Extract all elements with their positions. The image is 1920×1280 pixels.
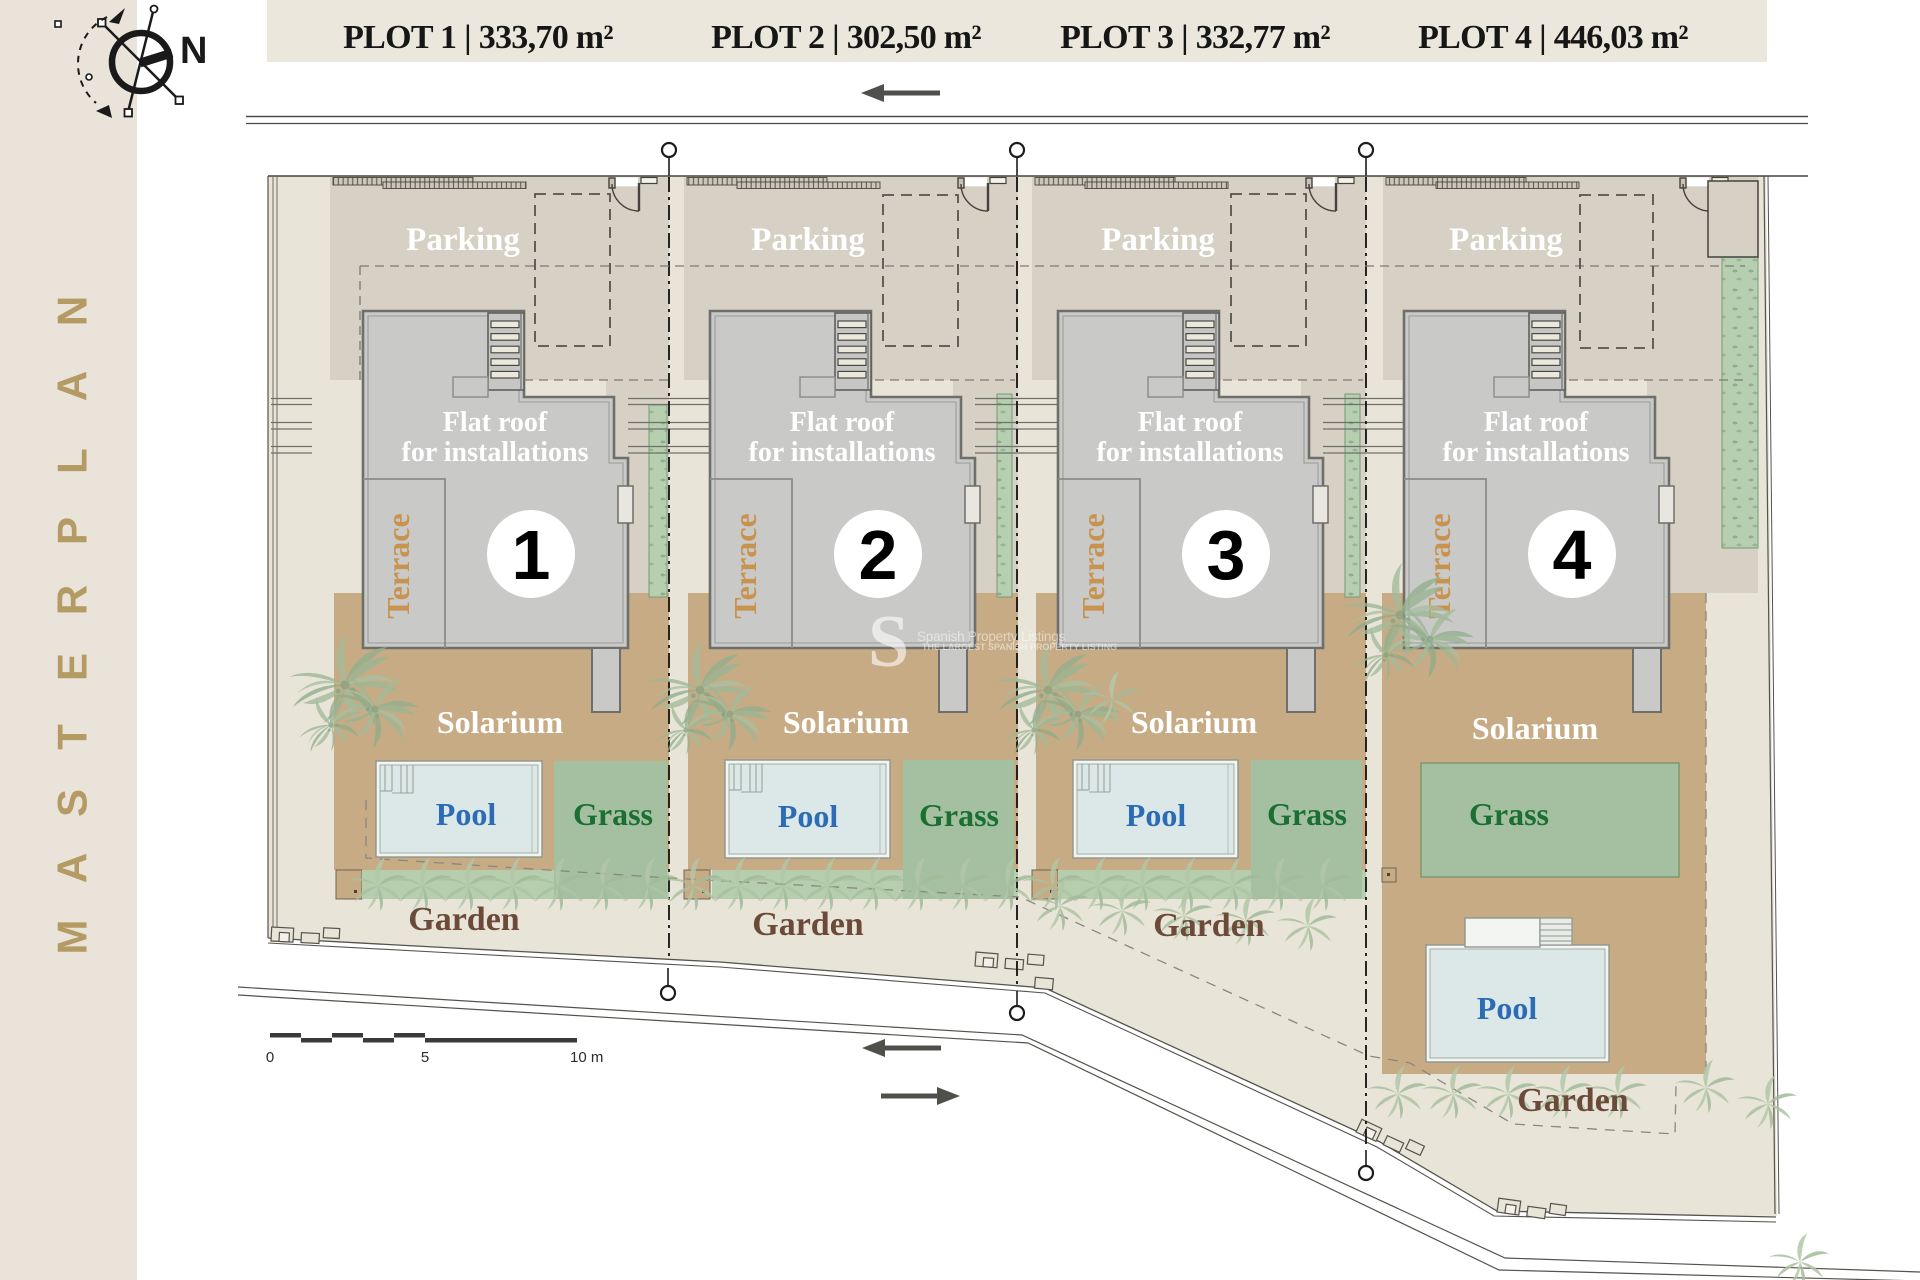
svg-text:Parking: Parking <box>1101 222 1215 258</box>
svg-text:Solarium: Solarium <box>437 704 564 740</box>
svg-text:Parking: Parking <box>751 222 865 258</box>
svg-text:P: P <box>49 517 96 545</box>
svg-text:PLOT 3 | 332,77 m²: PLOT 3 | 332,77 m² <box>1060 19 1330 56</box>
svg-text:PLOT 2 | 302,50 m²: PLOT 2 | 302,50 m² <box>711 19 981 56</box>
svg-text:for installations: for installations <box>1097 437 1284 468</box>
svg-text:Pool: Pool <box>436 796 497 832</box>
svg-text:Garden: Garden <box>408 901 520 938</box>
svg-text:3: 3 <box>1207 516 1246 594</box>
svg-text:Flat roof: Flat roof <box>1484 407 1589 438</box>
svg-text:N: N <box>180 30 207 72</box>
svg-text:A: A <box>49 853 96 883</box>
svg-text:L: L <box>49 448 96 474</box>
svg-text:Grass: Grass <box>573 796 653 832</box>
svg-text:Pool: Pool <box>1126 797 1187 833</box>
svg-text:Terrace: Terrace <box>727 513 763 618</box>
svg-text:Pool: Pool <box>1477 990 1538 1026</box>
svg-text:N: N <box>49 296 96 326</box>
svg-text:Grass: Grass <box>1469 796 1549 832</box>
svg-text:Solarium: Solarium <box>783 704 910 740</box>
svg-text:Pool: Pool <box>778 798 839 834</box>
svg-text:1: 1 <box>512 516 551 594</box>
svg-text:Spanish Property Listings: Spanish Property Listings <box>917 629 1066 644</box>
svg-text:Garden: Garden <box>752 906 864 943</box>
svg-text:Terrace: Terrace <box>1421 513 1457 618</box>
svg-text:0: 0 <box>266 1049 274 1066</box>
svg-text:R: R <box>49 585 96 615</box>
svg-text:10 m: 10 m <box>570 1049 603 1066</box>
svg-text:E: E <box>49 653 96 681</box>
svg-text:for installations: for installations <box>1443 437 1630 468</box>
svg-text:M: M <box>49 920 96 955</box>
svg-text:4: 4 <box>1553 516 1592 594</box>
svg-text:for installations: for installations <box>749 437 936 468</box>
svg-text:THE LARGEST SPANISH PROPERTY L: THE LARGEST SPANISH PROPERTY LISTING <box>922 642 1117 652</box>
svg-text:Parking: Parking <box>1449 222 1563 258</box>
svg-text:Garden: Garden <box>1517 1082 1629 1119</box>
svg-text:Terrace: Terrace <box>380 513 416 618</box>
svg-text:Solarium: Solarium <box>1472 710 1599 746</box>
svg-text:T: T <box>49 724 96 750</box>
svg-text:PLOT 1 | 333,70 m²: PLOT 1 | 333,70 m² <box>343 19 613 56</box>
svg-text:Grass: Grass <box>919 797 999 833</box>
svg-text:S: S <box>868 601 909 683</box>
svg-text:A: A <box>49 371 96 401</box>
svg-text:Parking: Parking <box>406 222 520 258</box>
svg-text:Flat roof: Flat roof <box>1138 407 1243 438</box>
svg-text:2: 2 <box>859 516 898 594</box>
svg-text:for installations: for installations <box>402 437 589 468</box>
svg-text:Grass: Grass <box>1267 796 1347 832</box>
svg-text:5: 5 <box>421 1049 429 1066</box>
svg-text:S: S <box>49 789 96 817</box>
svg-text:PLOT 4 | 446,03 m²: PLOT 4 | 446,03 m² <box>1418 19 1688 56</box>
svg-text:Flat roof: Flat roof <box>790 407 895 438</box>
svg-text:Garden: Garden <box>1153 907 1265 944</box>
svg-text:Terrace: Terrace <box>1075 513 1111 618</box>
svg-text:Solarium: Solarium <box>1131 704 1258 740</box>
svg-text:Flat roof: Flat roof <box>443 407 548 438</box>
